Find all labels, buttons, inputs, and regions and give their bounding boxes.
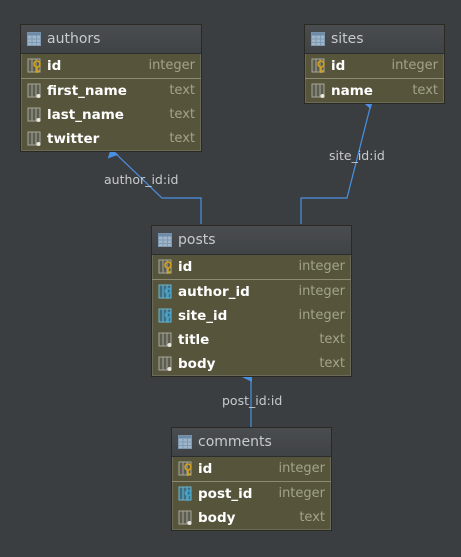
- column-row-title[interactable]: title text: [152, 328, 351, 352]
- column-type: integer: [278, 486, 325, 501]
- column-row-body[interactable]: body text: [152, 352, 351, 376]
- column-type: text: [412, 83, 438, 98]
- table-header[interactable]: sites: [305, 25, 444, 54]
- column-row-id[interactable]: id integer: [21, 54, 201, 78]
- table-icon: [27, 32, 41, 46]
- table-header[interactable]: comments: [172, 428, 331, 457]
- column-type: integer: [298, 259, 345, 274]
- column-name: body: [198, 510, 236, 526]
- column-icon: [27, 83, 43, 99]
- column-type: text: [169, 107, 195, 122]
- column-name: id: [198, 461, 213, 477]
- key-separator: [152, 279, 351, 280]
- column-name: last_name: [47, 107, 124, 123]
- column-name: author_id: [178, 284, 250, 300]
- foreign-key-icon: [158, 284, 174, 300]
- table-header[interactable]: authors: [21, 25, 201, 54]
- column-row-site-id[interactable]: site_id integer: [152, 304, 351, 328]
- column-type: text: [319, 356, 345, 371]
- column-icon: [311, 83, 327, 99]
- table-icon: [178, 435, 192, 449]
- column-type: integer: [298, 308, 345, 323]
- column-icon: [27, 131, 43, 147]
- relation-label-post: post_id:id: [222, 393, 283, 408]
- column-row-author-id[interactable]: author_id integer: [152, 280, 351, 304]
- column-type: integer: [278, 461, 325, 476]
- column-row-last-name[interactable]: last_name text: [21, 103, 201, 127]
- link-posts-sites: [300, 99, 374, 224]
- column-icon: [158, 332, 174, 348]
- table-title: comments: [198, 434, 272, 450]
- column-name: id: [178, 259, 193, 275]
- column-name: id: [331, 58, 346, 74]
- key-separator: [172, 481, 331, 482]
- relation-label-site: site_id:id: [329, 148, 385, 163]
- key-separator: [21, 78, 201, 79]
- column-row-id[interactable]: id integer: [172, 457, 331, 481]
- table-sites[interactable]: sites id integer name text: [304, 24, 445, 104]
- primary-key-icon: [27, 58, 43, 74]
- column-type: integer: [391, 58, 438, 73]
- column-row-post-id[interactable]: post_id integer: [172, 482, 331, 506]
- column-name: name: [331, 83, 373, 99]
- table-title: posts: [178, 232, 216, 248]
- key-separator: [305, 78, 444, 79]
- primary-key-icon: [158, 259, 174, 275]
- column-type: integer: [298, 284, 345, 299]
- foreign-key-icon: [158, 308, 174, 324]
- link-posts-authors: [107, 147, 202, 224]
- table-header[interactable]: posts: [152, 226, 351, 255]
- column-type: text: [169, 131, 195, 146]
- primary-key-icon: [311, 58, 327, 74]
- column-icon: [158, 356, 174, 372]
- foreign-key-icon: [178, 486, 194, 502]
- column-row-name[interactable]: name text: [305, 79, 444, 103]
- column-row-id[interactable]: id integer: [305, 54, 444, 78]
- column-row-body[interactable]: body text: [172, 506, 331, 530]
- column-type: integer: [148, 58, 195, 73]
- table-comments[interactable]: comments id integer post_id integer body text: [171, 427, 332, 531]
- column-name: post_id: [198, 486, 253, 502]
- column-row-first-name[interactable]: first_name text: [21, 79, 201, 103]
- column-name: id: [47, 58, 62, 74]
- column-row-id[interactable]: id integer: [152, 255, 351, 279]
- column-name: title: [178, 332, 210, 348]
- column-name: twitter: [47, 131, 100, 147]
- table-icon: [311, 32, 325, 46]
- primary-key-icon: [178, 461, 194, 477]
- column-name: first_name: [47, 83, 127, 99]
- table-icon: [158, 233, 172, 247]
- column-type: text: [169, 83, 195, 98]
- column-icon: [27, 107, 43, 123]
- column-name: site_id: [178, 308, 228, 324]
- column-row-twitter[interactable]: twitter text: [21, 127, 201, 151]
- relation-label-author: author_id:id: [104, 172, 179, 187]
- column-name: body: [178, 356, 216, 372]
- column-type: text: [319, 332, 345, 347]
- column-type: text: [299, 510, 325, 525]
- table-title: authors: [47, 31, 101, 47]
- column-icon: [178, 510, 194, 526]
- table-title: sites: [331, 31, 364, 47]
